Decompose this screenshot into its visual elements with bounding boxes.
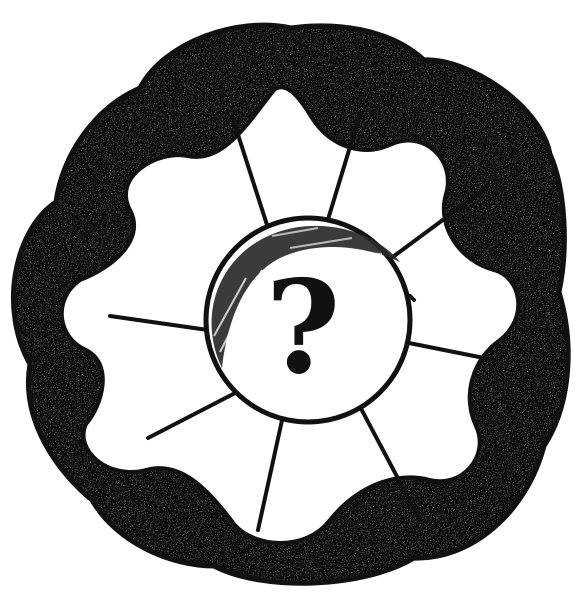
ray-line xyxy=(258,402,286,530)
ray-line xyxy=(410,296,414,300)
center-disc: ? xyxy=(206,218,410,422)
question-mark-icon: ? xyxy=(266,253,341,403)
ray-line xyxy=(232,116,268,228)
